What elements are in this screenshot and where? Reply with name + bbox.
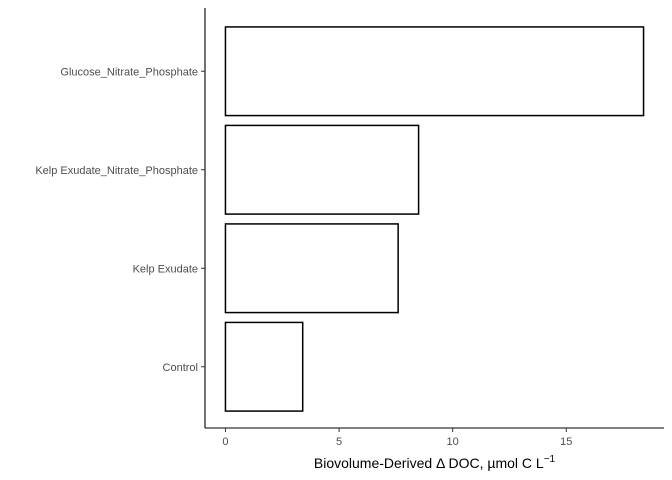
x-tick-label: 5 [336, 436, 342, 448]
y-tick-label: Control [163, 362, 198, 374]
y-tick-label: Kelp Exudate_Nitrate_Phosphate [35, 165, 198, 177]
x-tick-label: 0 [222, 436, 228, 448]
x-tick-label: 15 [560, 436, 572, 448]
y-tick-label: Glucose_Nitrate_Phosphate [60, 66, 198, 78]
y-tick-label: Kelp Exudate [133, 263, 198, 275]
x-axis-title-superscript: −1 [544, 454, 556, 465]
x-tick-label: 10 [447, 436, 459, 448]
bar-kelp-exudate-nitrate-phosphate [224, 124, 420, 215]
bar-control [224, 321, 304, 412]
bar-glucose-nitrate-phosphate [224, 26, 645, 117]
y-axis-ticks: Control Kelp Exudate Kelp Exudate_Nitrate_… [35, 66, 205, 374]
x-axis-title-text: Biovolume-Derived Δ DOC, µmol C L [314, 455, 544, 471]
x-axis-title: Biovolume-Derived Δ DOC, µmol C L−1 [314, 454, 556, 471]
x-axis-ticks: 0 5 10 15 [222, 428, 572, 448]
bar-kelp-exudate [224, 223, 399, 314]
bars-group [224, 26, 645, 412]
